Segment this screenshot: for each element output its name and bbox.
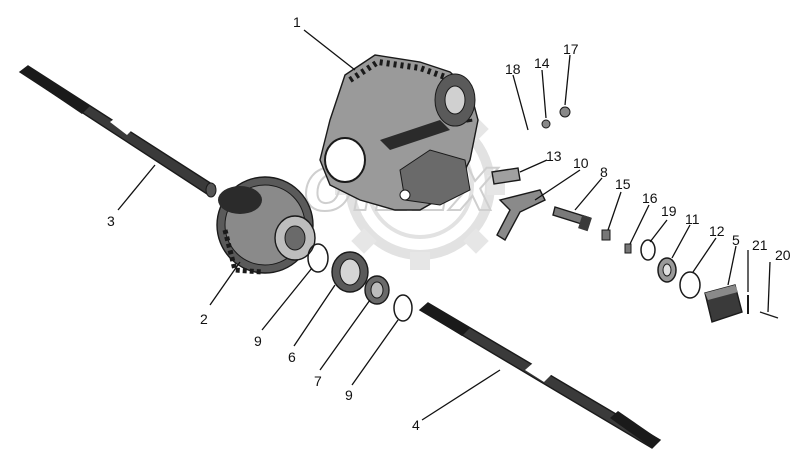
callout-18: 18 — [505, 61, 521, 77]
part-9-snap-ring-upper — [307, 243, 329, 273]
part-13-stud — [491, 167, 521, 185]
callout-20: 20 — [775, 247, 791, 263]
callout-4: 4 — [412, 417, 420, 433]
part-8-bolt — [552, 206, 592, 232]
part-6-bearing — [331, 251, 369, 293]
part-17-plug — [559, 106, 571, 118]
callout-21: 21 — [752, 237, 768, 253]
callout-16: 16 — [642, 190, 658, 206]
part-5-block — [704, 284, 743, 323]
callout-7: 7 — [314, 373, 322, 389]
part-2-differential-gear — [216, 176, 316, 275]
callout-8: 8 — [600, 164, 608, 180]
callout-13: 13 — [546, 148, 562, 164]
callout-3: 3 — [107, 213, 115, 229]
callout-15: 15 — [615, 176, 631, 192]
callout-9-upper: 9 — [254, 333, 262, 349]
callout-19: 19 — [661, 203, 677, 219]
part-20-cotter-pin — [759, 311, 779, 319]
callout-10: 10 — [573, 155, 589, 171]
callout-5: 5 — [732, 232, 740, 248]
callout-labels: 1 2 3 4 5 6 7 8 9 9 10 11 12 13 14 15 16… — [107, 14, 791, 433]
part-14-plug — [541, 119, 551, 129]
part-4-right-axle-shaft — [418, 302, 662, 449]
part-3-left-axle-shaft — [18, 65, 217, 198]
callout-6: 6 — [288, 349, 296, 365]
callout-14: 14 — [534, 55, 550, 71]
callout-17: 17 — [563, 41, 579, 57]
part-7-bearing — [364, 275, 390, 305]
part-16-pin — [624, 243, 632, 254]
callout-11: 11 — [685, 211, 700, 227]
part-10-shift-fork — [496, 189, 546, 241]
callout-2: 2 — [200, 311, 208, 327]
part-9-snap-ring-lower — [393, 294, 413, 322]
part-12-gasket — [679, 271, 701, 299]
part-19-ring — [640, 239, 656, 261]
callout-9-lower: 9 — [345, 387, 353, 403]
part-15-pin — [601, 229, 611, 241]
leader-lines — [117, 29, 771, 421]
callout-12: 12 — [709, 223, 725, 239]
part-11-bushing — [657, 257, 677, 283]
callout-1: 1 — [293, 14, 301, 30]
part-1-differential-housing — [319, 54, 479, 211]
